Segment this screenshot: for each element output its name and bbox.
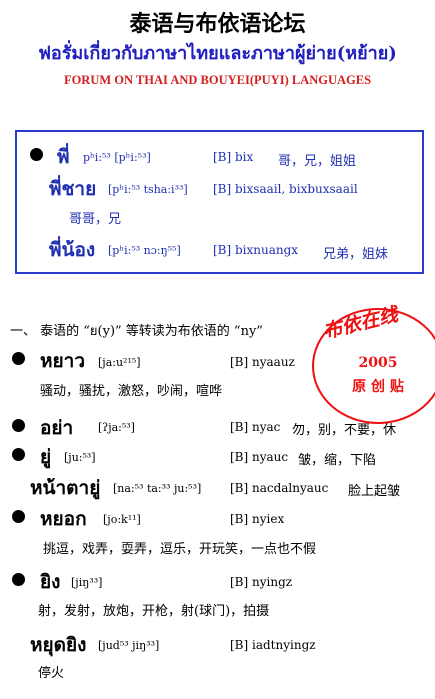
- entry-bouyei: [B] nyac: [230, 420, 281, 434]
- entry-gloss: 停火: [38, 666, 65, 681]
- entry-ipa: [ja:u²¹⁵]: [98, 356, 141, 369]
- entry-thai: อย่า: [40, 417, 74, 439]
- entry-ipa: [jo:k¹¹]: [103, 513, 141, 526]
- entry-bouyei: [B] nyiex: [230, 512, 285, 526]
- bullet-icon: [12, 419, 25, 432]
- bullet-icon: [12, 448, 25, 461]
- entry-bouyei: [B] iadtnyingz: [230, 638, 316, 652]
- section-heading: 一、 泰语的 “ย(y)” 等转读为布依语的 “ny”: [10, 324, 263, 339]
- box-entry3-ipa: [pʰi:⁵³ nɔ:ŋ⁵⁵]: [108, 244, 181, 257]
- bullet-icon: [12, 510, 25, 523]
- entry-bouyei: [B] nacdalnyauc: [230, 481, 329, 495]
- english-subtitle: FORUM ON THAI AND BOUYEI(PUYI) LANGUAGES: [63, 73, 372, 87]
- bullet-icon: [12, 352, 25, 365]
- entry-thai: ยิง: [40, 571, 61, 593]
- bullet-icon: [30, 148, 43, 161]
- thai-subtitle: ฟอรั่มเกี่ยวกับภาษาไทยและภาษาผู้ย่าย(หย้…: [38, 43, 397, 64]
- entry-gloss: 骚动，骚扰，激怒，吵闹，喧哗: [40, 384, 223, 399]
- box-entry2-bouyei: [B] bixsaail, bixbuxsaail: [213, 182, 358, 196]
- page-title: 泰语与布依语论坛: [129, 11, 306, 37]
- entry-thai: หยาว: [40, 350, 85, 372]
- stamp-name: 布依在线: [320, 303, 401, 344]
- entry-thai: หยุดยิง: [30, 634, 87, 656]
- entry-bouyei: [B] nyaauz: [230, 355, 295, 369]
- bullet-icon: [12, 573, 25, 586]
- box-entry1-chinese: 哥，兄，姐姐: [278, 154, 357, 169]
- entry-bouyei: [B] nyauc: [230, 450, 289, 464]
- box-entry1-bouyei: [B] bix: [213, 150, 254, 164]
- entry-gloss: 射，发射，放炮，开枪，射(球门)，拍摄: [38, 604, 270, 619]
- entry-thai: หน้าตายู่: [30, 477, 101, 499]
- entry-ipa: [jud⁵³ jiŋ³³]: [98, 639, 160, 652]
- entry-chinese: 勿，别，不要，休: [292, 423, 397, 438]
- stamp-year: 2005: [358, 355, 398, 371]
- entry-chinese: 皱，缩，下陷: [298, 453, 377, 468]
- box-entry3-thai: พี่น้อง: [49, 239, 96, 261]
- entry-ipa: [jiŋ³³]: [71, 576, 103, 589]
- entry-chinese: 脸上起皱: [348, 484, 401, 499]
- box-entry3-bouyei: [B] bixnuangx: [213, 243, 299, 257]
- entry-thai: ยู่: [40, 446, 52, 468]
- vocabulary-box: [15, 130, 424, 274]
- stamp-label: 原 创 贴: [352, 379, 404, 395]
- box-entry3-chinese: 兄弟，姐妹: [323, 247, 389, 262]
- forum-stamp: 布依在线 2005 原 创 贴: [312, 303, 435, 424]
- entry-bouyei: [B] nyingz: [230, 575, 293, 589]
- entry-thai: หยอก: [40, 508, 87, 530]
- box-entry1-ipa: pʰi:⁵³ [pʰi:⁵³]: [83, 151, 151, 164]
- box-entry2-thai: พี่ชาย: [49, 178, 97, 200]
- box-entry1-thai: พี่: [57, 146, 70, 168]
- entry-ipa: [ju:⁵³]: [64, 451, 96, 464]
- entry-gloss: 挑逗，戏弄，耍弄，逗乐，开玩笑，一点也不假: [43, 542, 317, 557]
- entry-ipa: [na:⁵³ ta:³³ ju:⁵³]: [113, 482, 202, 495]
- box-entry2-chinese: 哥哥，兄: [69, 212, 122, 227]
- entry-ipa: [ʔja:⁵³]: [98, 421, 135, 434]
- box-entry2-ipa: [pʰi:⁵³ tsha:i³³]: [108, 183, 188, 196]
